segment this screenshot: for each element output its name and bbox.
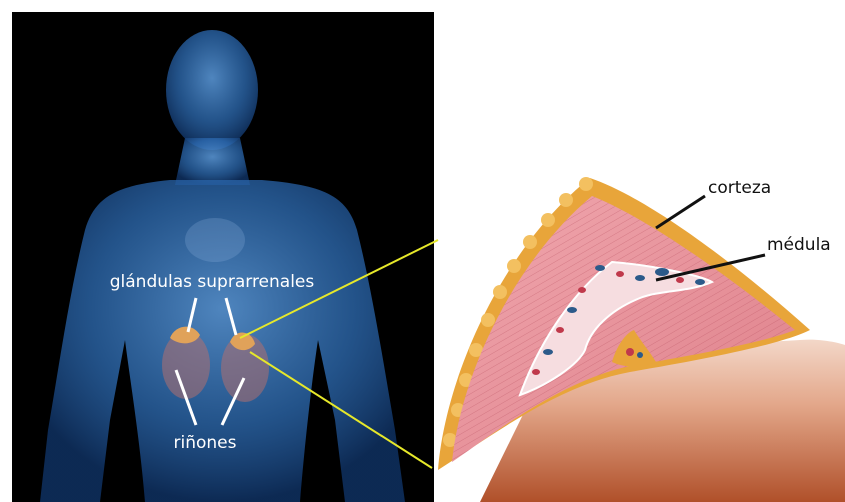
heart-shadow <box>185 218 245 262</box>
head-silhouette <box>166 30 258 150</box>
medulla-label: médula <box>767 235 831 255</box>
cortex-pointer <box>656 196 705 228</box>
kidneys-label: riñones <box>174 433 237 453</box>
neck-silhouette <box>175 138 250 185</box>
cross-section-panel: corteza médula <box>438 177 845 502</box>
adrenal-glands-label: glándulas suprarrenales <box>110 272 315 292</box>
central-artery <box>626 348 634 356</box>
cortex-label: corteza <box>708 178 771 198</box>
central-vein <box>637 352 643 358</box>
